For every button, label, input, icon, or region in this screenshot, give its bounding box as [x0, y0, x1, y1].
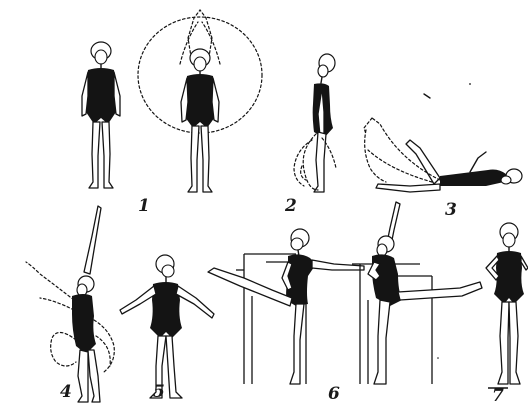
figure-7-hands-on-hips	[486, 223, 528, 384]
figure-1-circle	[138, 10, 262, 192]
figure-2-side-leg-swing	[294, 54, 336, 192]
label-1: 1	[138, 198, 150, 215]
figure-6-front-leg	[208, 229, 364, 384]
figure-6-back-leg	[368, 202, 482, 384]
label-6: 6	[328, 386, 340, 403]
figure-4-arm-up-leg-swing	[26, 206, 114, 402]
figure-3-lying-leg-raise	[364, 94, 522, 192]
label-5: 5	[153, 384, 165, 401]
label-4: 4	[60, 384, 72, 401]
label-7: 7	[492, 388, 504, 405]
label-2: 2	[285, 198, 297, 215]
figure-1-standing	[82, 42, 120, 188]
scan-speckles	[437, 83, 489, 359]
figure-5-arms-out	[120, 255, 214, 398]
label-3: 3	[445, 202, 457, 219]
